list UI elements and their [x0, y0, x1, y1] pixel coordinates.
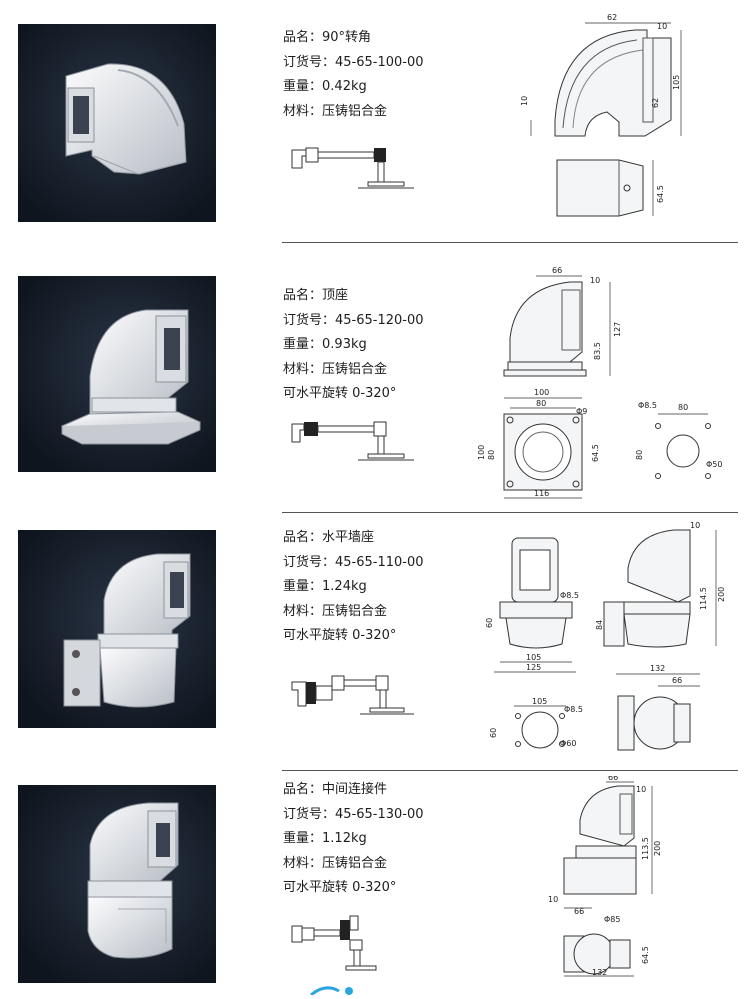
product-name: 品名：顶座 — [283, 288, 349, 303]
material: 材料：压铸铝合金 — [283, 855, 388, 871]
order-number: 订货号：45-65-120-00 — [283, 312, 424, 328]
svg-text:66: 66 — [574, 907, 584, 916]
svg-text:64.5: 64.5 — [656, 185, 665, 203]
svg-text:60: 60 — [485, 618, 494, 628]
svg-text:62: 62 — [651, 98, 660, 108]
svg-text:66: 66 — [608, 776, 618, 782]
svg-text:10: 10 — [520, 96, 529, 106]
rotation-range: 可水平旋转 0-320° — [283, 386, 397, 401]
svg-text:84: 84 — [595, 620, 604, 630]
section-divider — [282, 512, 738, 513]
order-number: 订货号：45-65-130-00 — [283, 806, 424, 822]
product-name: 品名：水平墙座 — [283, 530, 375, 545]
technical-drawing: 66 10 113.5 200 10 66 Φ85 64.5 132 — [536, 773, 672, 984]
svg-text:80: 80 — [678, 403, 688, 412]
svg-text:Φ8.5: Φ8.5 — [560, 591, 579, 600]
product-photo — [18, 24, 216, 222]
order-number: 订货号：45-65-110-00 — [283, 554, 424, 570]
svg-text:200: 200 — [653, 841, 662, 856]
svg-text:116: 116 — [534, 489, 549, 498]
material: 材料：压铸铝合金 — [283, 361, 388, 377]
rotation-range: 可水平旋转 0-320° — [283, 880, 397, 895]
svg-text:10: 10 — [548, 895, 558, 904]
product-photo — [18, 530, 216, 728]
svg-text:Φ50: Φ50 — [706, 460, 722, 469]
svg-text:132: 132 — [592, 968, 607, 977]
svg-text:80: 80 — [536, 399, 546, 408]
material: 材料：压铸铝合金 — [283, 103, 388, 119]
installation-schematic — [288, 668, 418, 728]
weight: 重量：0.42kg — [283, 79, 367, 94]
installation-schematic — [288, 412, 418, 472]
svg-text:80: 80 — [635, 450, 644, 460]
svg-text:10: 10 — [590, 276, 600, 285]
svg-text:66: 66 — [552, 266, 562, 275]
installation-schematic — [288, 138, 418, 204]
spec-text: 品名：90°转角 订货号：45-65-100-00 重量：0.42kg 材料：压… — [283, 26, 424, 124]
svg-text:66: 66 — [672, 676, 682, 685]
svg-text:64.5: 64.5 — [641, 946, 650, 964]
spec-text: 品名：水平墙座 订货号：45-65-110-00 重量：1.24kg 材料：压铸… — [283, 526, 424, 649]
brand-logo — [305, 980, 425, 997]
svg-text:100: 100 — [477, 445, 486, 460]
svg-text:Φ8.5: Φ8.5 — [638, 401, 657, 410]
svg-text:64.5: 64.5 — [591, 444, 600, 462]
material: 材料：压铸铝合金 — [283, 603, 388, 619]
svg-text:132: 132 — [650, 664, 665, 673]
svg-text:60: 60 — [489, 728, 498, 738]
svg-text:Φ60: Φ60 — [560, 739, 576, 748]
svg-text:113.5: 113.5 — [641, 837, 650, 860]
svg-text:200: 200 — [717, 587, 726, 602]
rotation-range: 可水平旋转 0-320° — [283, 628, 397, 643]
svg-text:Φ9: Φ9 — [576, 407, 587, 416]
section-divider — [282, 242, 738, 243]
svg-text:10: 10 — [636, 785, 646, 794]
weight: 重量：1.12kg — [283, 831, 367, 846]
svg-text:83.5: 83.5 — [593, 342, 602, 360]
installation-schematic — [288, 912, 418, 978]
svg-text:105: 105 — [532, 697, 547, 706]
product-photo — [18, 276, 216, 472]
svg-text:127: 127 — [613, 322, 622, 337]
svg-text:62: 62 — [607, 13, 617, 22]
order-number: 订货号：45-65-100-00 — [283, 54, 424, 70]
spec-text: 品名：中间连接件 订货号：45-65-130-00 重量：1.12kg 材料：压… — [283, 778, 424, 901]
svg-text:114.5: 114.5 — [699, 587, 708, 610]
svg-text:80: 80 — [487, 450, 496, 460]
product-name: 品名：90°转角 — [283, 30, 372, 45]
spec-text: 品名：顶座 订货号：45-65-120-00 重量：0.93kg 材料：压铸铝合… — [283, 284, 424, 407]
technical-drawing: 66 10 127 83.5 100 80 Φ9 100 80 64.5 116 — [470, 262, 742, 510]
svg-text:Φ85: Φ85 — [604, 915, 620, 924]
technical-drawing: 62 10 105 62 10 64.5 — [515, 8, 695, 224]
svg-text:105: 105 — [672, 75, 681, 90]
product-name: 品名：中间连接件 — [283, 782, 388, 797]
svg-text:100: 100 — [534, 388, 549, 397]
svg-text:Φ8.5: Φ8.5 — [564, 705, 583, 714]
product-photo — [18, 785, 216, 983]
weight: 重量：0.93kg — [283, 337, 367, 352]
svg-text:105: 105 — [526, 653, 541, 662]
svg-text:10: 10 — [690, 521, 700, 530]
technical-drawing: Φ8.5 60 105 125 10 114.5 200 84 132 66 — [478, 518, 744, 766]
svg-text:125: 125 — [526, 663, 541, 672]
weight: 重量：1.24kg — [283, 579, 367, 594]
section-divider — [282, 770, 738, 771]
svg-text:10: 10 — [657, 22, 667, 31]
